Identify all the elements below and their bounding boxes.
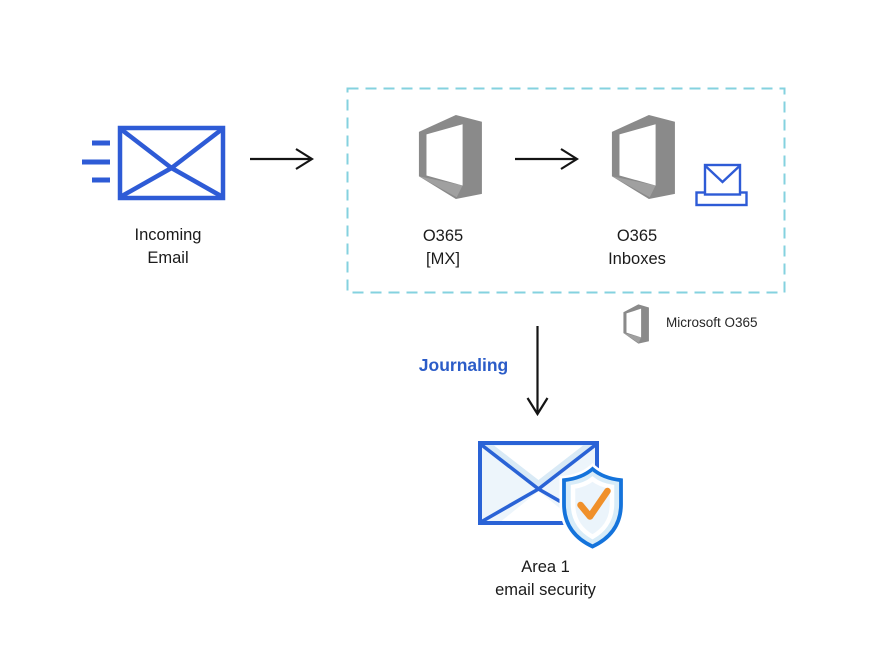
o365-mx-logo-icon: [418, 115, 482, 199]
o365-zone-dashed-box: [346, 87, 786, 294]
shield-check-icon: [559, 463, 626, 550]
arrow-right-icon: [515, 148, 579, 170]
microsoft-o365-legend-label: Microsoft O365: [666, 315, 758, 330]
journaling-edge-label: Journaling: [418, 355, 509, 375]
o365-inboxes-logo-icon: [611, 115, 675, 199]
area1-label-line2: email security: [495, 581, 596, 599]
o365-inboxes-label: O365 Inboxes: [577, 225, 697, 271]
o365-mx-label-line1: O365: [422, 227, 464, 245]
incoming-email-label-line1: Incoming: [134, 226, 202, 244]
area1-label-line1: Area 1: [521, 558, 570, 576]
area1-label: Area 1 email security: [462, 556, 629, 602]
incoming-email-label: Incoming Email: [98, 224, 238, 270]
o365-inboxes-label-line1: O365: [616, 227, 658, 245]
area1-email-security-icon: [478, 441, 626, 550]
arrow-down-icon: [526, 326, 549, 417]
arrow-right-icon: [250, 148, 314, 170]
o365-mx-label: O365 [MX]: [383, 225, 503, 271]
incoming-email-icon: [82, 125, 226, 201]
envelope-icon: [117, 125, 226, 201]
incoming-email-label-line2: Email: [147, 249, 189, 267]
speed-lines-icon: [82, 140, 110, 183]
inbox-icon: [695, 163, 748, 207]
o365-mx-label-line2: [MX]: [426, 250, 460, 268]
o365-inboxes-label-line2: Inboxes: [608, 250, 666, 268]
checkmark-icon: [577, 487, 611, 520]
microsoft-o365-logo-icon: [623, 304, 649, 344]
